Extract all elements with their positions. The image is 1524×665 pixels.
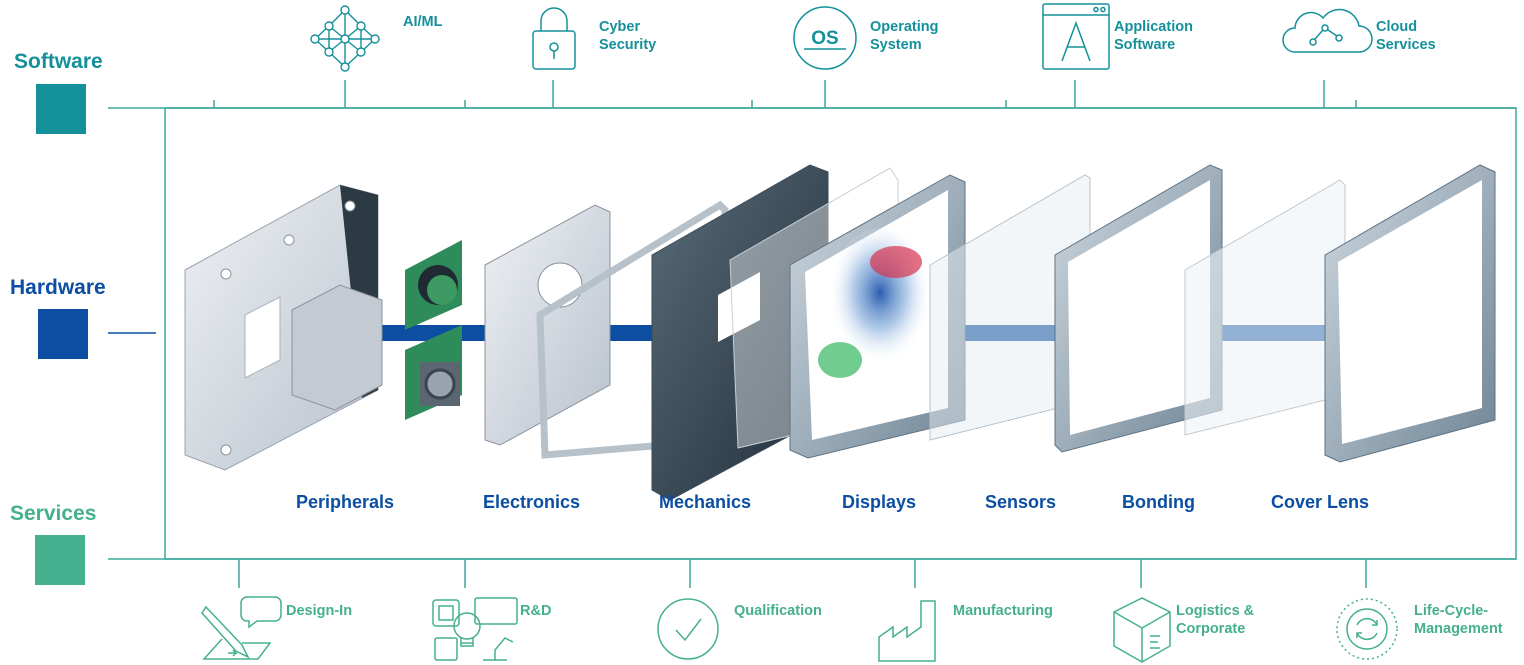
neural-network-icon xyxy=(310,5,380,72)
svc-label-qualification: Qualification xyxy=(734,603,822,619)
svc-label-logistics-corporate: Logistics & Corporate xyxy=(1176,603,1255,637)
svc-label-design-in: Design-In xyxy=(286,603,353,619)
hw-label-bonding: Bonding xyxy=(1122,492,1195,512)
display-panel xyxy=(789,174,966,459)
sw-label-cloud-services: Cloud Services xyxy=(1376,19,1436,53)
hardware-layer-label: Hardware xyxy=(10,276,106,299)
sw-label-aiml: AI/ML xyxy=(403,14,443,30)
os-badge-text: OS xyxy=(811,28,838,49)
software-swatch xyxy=(36,84,86,134)
services-layer-label: Services xyxy=(10,502,97,525)
svc-label-rd: R&D xyxy=(520,603,552,619)
services-swatch xyxy=(35,535,85,585)
research-lightbulb-icon xyxy=(432,597,518,661)
hw-label-peripherals: Peripherals xyxy=(296,492,395,512)
software-layer-label: Software xyxy=(14,50,103,73)
app-window-icon xyxy=(1042,3,1110,70)
lifecycle-dial-icon xyxy=(1336,598,1398,660)
sw-label-application-software: Application Software xyxy=(1114,19,1193,53)
cloud-icon xyxy=(1282,8,1373,53)
cover-lens-frame xyxy=(1324,164,1496,463)
hw-label-electronics: Electronics xyxy=(483,492,581,512)
hw-label-displays: Displays xyxy=(842,492,917,512)
sw-label-operating-system: Operating System xyxy=(870,19,939,53)
checkmark-circle-icon xyxy=(657,598,719,660)
electronics-plate xyxy=(484,200,729,459)
hw-label-sensors: Sensors xyxy=(985,492,1057,512)
svc-label-manufacturing: Manufacturing xyxy=(953,603,1053,619)
hw-label-mechanics: Mechanics xyxy=(659,492,752,512)
peripheral-modules xyxy=(405,240,462,420)
os-badge-icon: OS xyxy=(793,6,857,70)
sw-label-cyber-security: Cyber Security xyxy=(599,19,657,53)
package-box-icon xyxy=(1113,597,1171,663)
padlock-icon xyxy=(532,7,576,70)
housing-part xyxy=(184,184,383,471)
factory-icon xyxy=(878,600,936,662)
hardware-swatch xyxy=(38,309,88,359)
hw-label-cover-lens: Cover Lens xyxy=(1271,492,1370,512)
svc-label-life-cycle-management: Life-Cycle- Management xyxy=(1414,603,1503,637)
design-pen-icon xyxy=(201,596,282,660)
bonding-frame xyxy=(1054,164,1346,453)
